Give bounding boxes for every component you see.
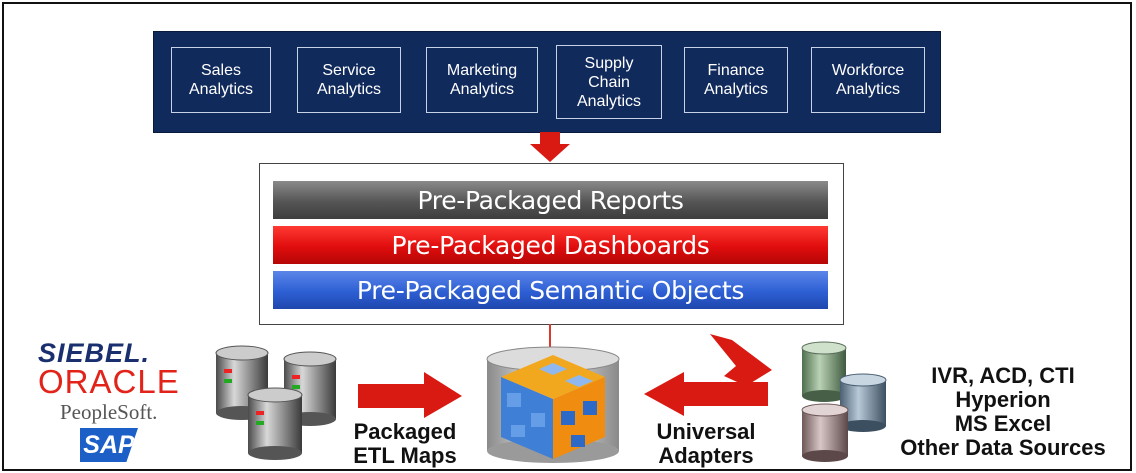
- module-marketing-analytics: Marketing Analytics: [426, 47, 538, 113]
- right-arrow-icon: [358, 372, 462, 418]
- packaged-etl-maps-label: Packaged ETL Maps: [353, 419, 457, 468]
- analytics-modules-bar: Sales Analytics Service Analytics Market…: [153, 31, 941, 133]
- module-sales-analytics: Sales Analytics: [171, 47, 271, 113]
- oracle-logo: ORACLE: [38, 363, 180, 400]
- universal-adapters-label: Universal Adapters: [656, 419, 756, 468]
- peoplesoft-logo: PeopleSoft.: [60, 400, 158, 424]
- left-up-arrow-icon: [644, 334, 772, 416]
- down-arrow-icon: [530, 132, 570, 162]
- other-data-sources-label: IVR, ACD, CTI Hyperion MS Excel Other Da…: [900, 363, 1106, 460]
- prepackaged-dashboards-band: Pre-Packaged Dashboards: [273, 226, 828, 264]
- prepackaged-panel: Pre-Packaged Reports Pre-Packaged Dashbo…: [259, 163, 844, 325]
- other-databases-icon: [801, 341, 887, 462]
- module-service-analytics: Service Analytics: [297, 47, 401, 113]
- database-cluster-icon: [215, 345, 337, 460]
- connector-line: [549, 324, 551, 350]
- module-finance-analytics: Finance Analytics: [684, 47, 788, 113]
- prepackaged-semantic-objects-band: Pre-Packaged Semantic Objects: [273, 271, 828, 309]
- data-warehouse-cube-icon: [486, 346, 620, 463]
- sap-logo: SAP: [80, 428, 138, 462]
- module-workforce-analytics: Workforce Analytics: [811, 47, 925, 113]
- prepackaged-reports-band: Pre-Packaged Reports: [273, 181, 828, 219]
- siebel-logo: SIEBEL.: [38, 338, 151, 368]
- module-supply-chain-analytics: Supply Chain Analytics: [556, 45, 662, 119]
